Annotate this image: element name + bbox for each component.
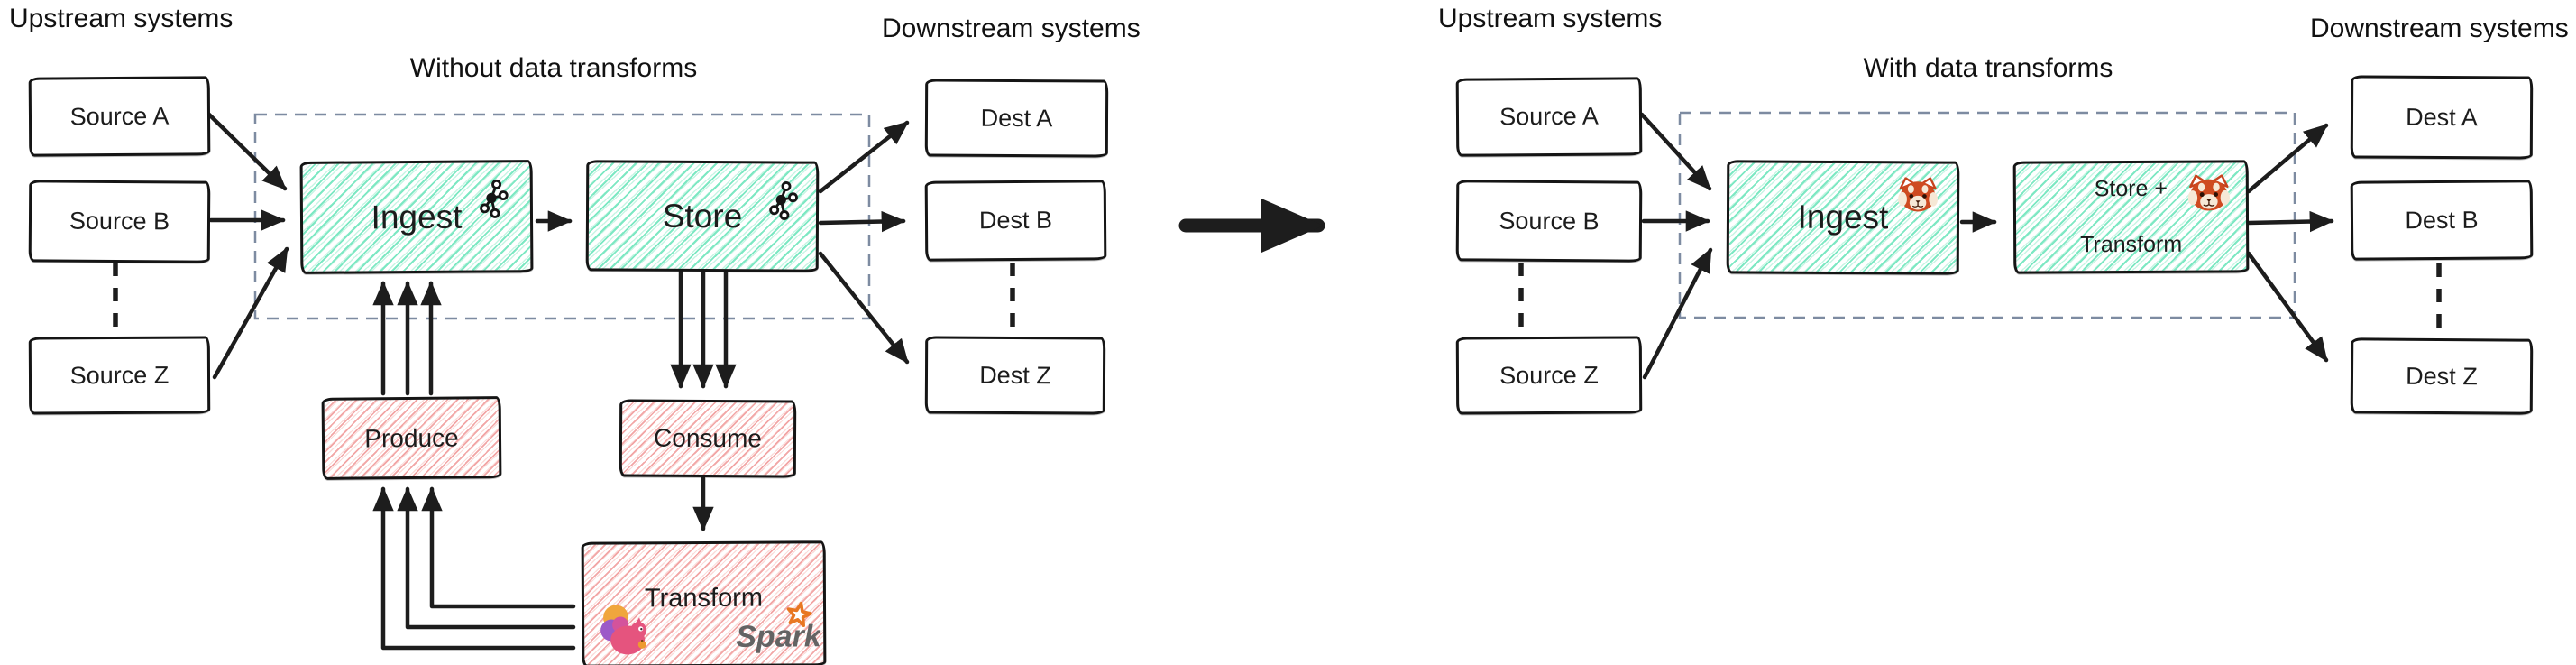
left-source-z-label: Source Z	[69, 361, 170, 389]
left-arrow-source-z-to-ingest	[212, 246, 289, 380]
right-ingest-label: Ingest	[1797, 198, 1889, 236]
left-arrow-store-to-dest-b	[818, 210, 906, 233]
right-arrow-source-a-to-ingest	[1639, 112, 1712, 191]
left-source-b-box: Source B	[28, 180, 211, 263]
left-dest-z-box: Dest Z	[924, 336, 1106, 415]
left-dest-b-label: Dest B	[978, 206, 1053, 235]
redpanda-icon	[2187, 174, 2230, 211]
left-arrow-transform-to-produce-3	[372, 486, 576, 651]
left-upstream-systems-header: Upstream systems	[9, 4, 234, 33]
right-arrow-store-to-dest-a	[2246, 123, 2329, 194]
left-consume-label: Consume	[654, 423, 763, 453]
right-ingest-box: Ingest	[1726, 160, 1960, 275]
right-dest-z-box: Dest Z	[2350, 337, 2534, 415]
spark-wordmark: Spark	[736, 619, 820, 654]
left-arrow-store-to-dest-a	[818, 120, 910, 194]
right-dest-b-label: Dest B	[2405, 206, 2479, 234]
left-dest-z-label: Dest Z	[979, 361, 1051, 389]
left-store-box: Store	[585, 160, 820, 272]
right-dest-a-label: Dest A	[2406, 103, 2478, 131]
right-source-z-label: Source Z	[1499, 361, 1599, 389]
left-source-z-box: Source Z	[28, 336, 211, 415]
right-arrow-store-to-dest-b	[2246, 210, 2334, 233]
right-dest-a-box: Dest A	[2350, 75, 2534, 160]
left-produce-box: Produce	[321, 396, 502, 480]
right-upstream-systems-header: Upstream systems	[1438, 4, 1663, 33]
right-source-b-box: Source B	[1455, 180, 1643, 263]
left-downstream-systems-header: Downstream systems	[882, 14, 1141, 43]
left-diagram-title: Without data transforms	[409, 53, 698, 83]
right-source-b-label: Source B	[1499, 207, 1600, 235]
right-downstream-systems-header: Downstream systems	[2310, 14, 2569, 43]
redpanda-icon	[1898, 177, 1939, 212]
left-arrow-source-a-to-ingest	[206, 112, 288, 191]
left-ingest-box: Ingest	[299, 160, 534, 274]
right-dest-z-label: Dest Z	[2406, 362, 2478, 390]
right-diagram-title: With data transforms	[1863, 53, 2113, 83]
left-store-label: Store	[662, 197, 743, 235]
right-store-transform-line2: Transform	[2080, 231, 2183, 258]
left-source-b-label: Source B	[69, 207, 170, 236]
right-source-z-box: Source Z	[1455, 336, 1643, 415]
left-consume-box: Consume	[619, 399, 797, 478]
left-dest-a-label: Dest A	[980, 104, 1053, 132]
left-arrow-transform-to-produce-2	[397, 486, 576, 630]
right-source-a-box: Source A	[1455, 77, 1643, 157]
left-source-a-box: Source A	[28, 76, 211, 157]
kafka-icon	[480, 179, 509, 218]
right-dest-b-box: Dest B	[2350, 180, 2534, 261]
left-arrow-store-to-dest-z	[818, 251, 910, 365]
flink-squirrel-icon	[600, 605, 647, 655]
right-arrow-source-z-to-ingest	[1642, 247, 1713, 380]
left-dest-b-box: Dest B	[924, 180, 1107, 262]
left-produce-label: Produce	[364, 423, 459, 452]
spark-logo: Spark	[736, 601, 820, 654]
right-store-transform-line1: Store +	[2094, 175, 2168, 201]
right-arrow-store-to-dest-z	[2246, 251, 2329, 363]
right-store-transform-box: Store + Transform	[2012, 160, 2250, 274]
left-ingest-label: Ingest	[371, 198, 463, 236]
right-source-a-label: Source A	[1499, 102, 1599, 131]
right-store-transform-label: Store + Transform	[2080, 174, 2182, 259]
left-source-a-label: Source A	[69, 102, 170, 130]
left-transform-box: Transform Spark	[581, 540, 827, 665]
left-arrow-transform-to-produce-1	[421, 486, 576, 609]
kafka-icon	[769, 181, 798, 220]
left-dest-a-box: Dest A	[924, 79, 1109, 158]
